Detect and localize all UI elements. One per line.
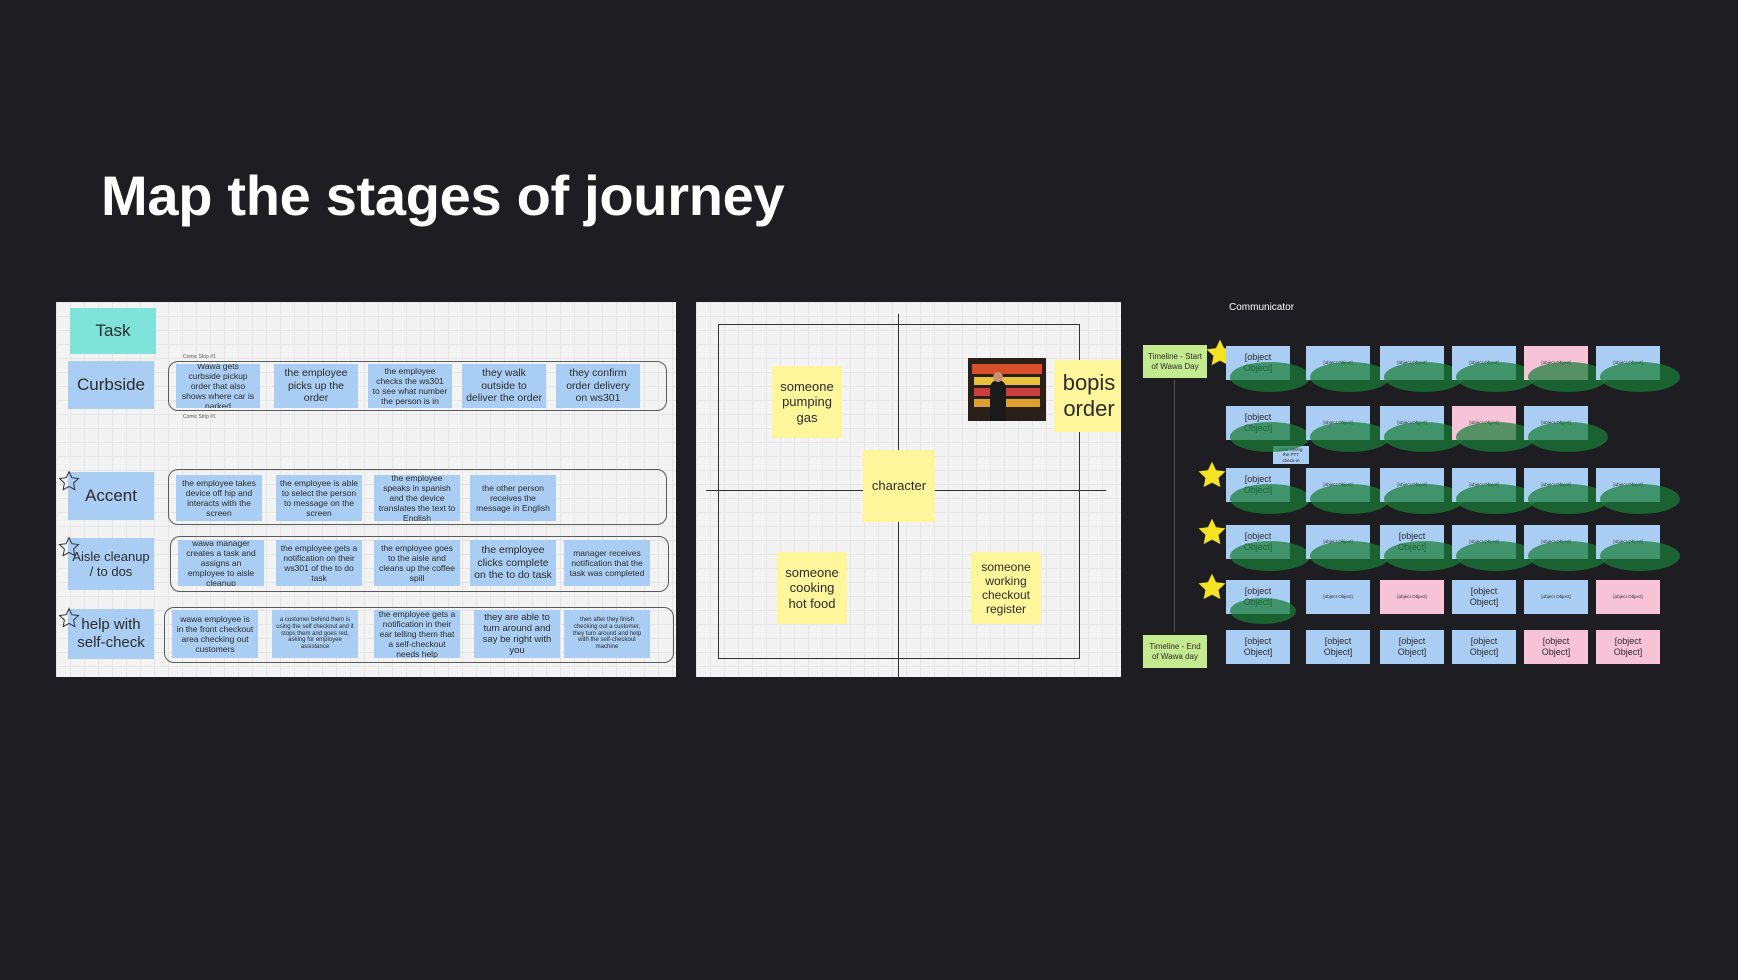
star-icon bbox=[1198, 518, 1226, 545]
highlight-oval bbox=[1456, 362, 1536, 392]
task-row-label[interactable]: Accent bbox=[68, 472, 154, 520]
task-step-note[interactable]: the employee gets a notification on thei… bbox=[276, 540, 362, 586]
comic-strip-label: Comic Strip #1 bbox=[183, 354, 216, 360]
star-icon bbox=[58, 607, 80, 628]
row-outline bbox=[168, 469, 667, 525]
highlight-oval bbox=[1456, 541, 1536, 571]
task-header[interactable]: Task bbox=[70, 308, 156, 354]
task-step-note[interactable]: wawa employee is in the front checkout a… bbox=[172, 610, 258, 658]
timeline-start-note[interactable]: Timeline - Start of Wawa Day bbox=[1143, 345, 1207, 378]
communicator-step-note[interactable]: [object Object] bbox=[1306, 580, 1370, 614]
task-step-note[interactable]: the employee clicks complete on the to d… bbox=[470, 540, 556, 586]
timeline-line bbox=[1174, 380, 1175, 632]
communicator-step-note[interactable]: [object Object] bbox=[1524, 580, 1588, 614]
star-icon bbox=[1198, 461, 1226, 488]
highlight-oval bbox=[1230, 362, 1310, 392]
communicator-step-note[interactable]: [object Object] bbox=[1306, 630, 1370, 664]
timeline-end-note[interactable]: Timeline - End of Wawa day bbox=[1143, 635, 1207, 668]
highlight-oval bbox=[1528, 484, 1608, 514]
communicator-step-note[interactable]: [object Object] bbox=[1380, 630, 1444, 664]
communicator-step-note[interactable]: [object Object] bbox=[1596, 580, 1660, 614]
task-step-note[interactable]: the other person receives the message in… bbox=[470, 475, 556, 521]
task-step-note[interactable]: a customer behind them is using the self… bbox=[272, 610, 358, 658]
character-quadrant-board[interactable]: character someone pumping gas someone co… bbox=[696, 302, 1121, 677]
communicator-step-note[interactable]: [object Object] bbox=[1596, 630, 1660, 664]
task-step-note[interactable]: the employee is able to select the perso… bbox=[276, 475, 362, 521]
task-step-note[interactable]: the employee picks up the order bbox=[274, 364, 358, 408]
highlight-oval bbox=[1528, 541, 1608, 571]
task-step-note[interactable]: they confirm order delivery on ws301 bbox=[556, 364, 640, 408]
row-outline bbox=[170, 536, 669, 592]
highlight-oval bbox=[1230, 484, 1310, 514]
highlight-oval bbox=[1384, 541, 1464, 571]
highlight-oval bbox=[1528, 422, 1608, 452]
row-outline bbox=[168, 361, 667, 411]
highlight-oval bbox=[1384, 484, 1464, 514]
communicator-step-note[interactable]: [object Object] bbox=[1452, 630, 1516, 664]
star-icon bbox=[1198, 573, 1226, 600]
cooking-food-note[interactable]: someone cooking hot food bbox=[777, 552, 847, 624]
task-step-note[interactable]: they are able to turn around and say be … bbox=[474, 610, 560, 658]
task-step-note[interactable]: then after they finish checking out a cu… bbox=[564, 610, 650, 658]
highlight-oval bbox=[1456, 484, 1536, 514]
slide-title: Map the stages of journey bbox=[101, 164, 785, 227]
task-step-note[interactable]: the employee takes device off hip and in… bbox=[176, 475, 262, 521]
bopis-order-note[interactable]: bopis order bbox=[1054, 360, 1121, 432]
task-step-note[interactable]: the employee speaks in spanish and the d… bbox=[374, 475, 460, 521]
center-character-note[interactable]: character bbox=[863, 450, 935, 522]
task-step-note[interactable]: the employee gets a notification in thei… bbox=[374, 610, 460, 658]
star-icon bbox=[58, 470, 80, 491]
highlight-oval bbox=[1600, 484, 1680, 514]
task-row-label[interactable]: Curbside bbox=[68, 361, 154, 409]
highlight-oval bbox=[1230, 598, 1296, 624]
highlight-oval bbox=[1384, 422, 1464, 452]
communicator-step-note[interactable]: [object Object] bbox=[1452, 580, 1516, 614]
task-row-label[interactable]: Aisle cleanup / to dos bbox=[68, 538, 154, 590]
communicator-board[interactable]: Timeline - Start of Wawa Day Timeline - … bbox=[1140, 330, 1680, 675]
store-photo-icon bbox=[968, 358, 1046, 421]
task-step-note[interactable]: they walk outside to deliver the order bbox=[462, 364, 546, 408]
communicator-step-note[interactable]: [object Object] bbox=[1226, 630, 1290, 664]
highlight-oval bbox=[1310, 422, 1390, 452]
task-step-note[interactable]: manager receives notification that the t… bbox=[564, 540, 650, 586]
highlight-oval bbox=[1384, 362, 1464, 392]
task-step-note[interactable]: wawa manager creates a task and assigns … bbox=[178, 540, 264, 586]
communicator-step-note[interactable]: [object Object] bbox=[1380, 580, 1444, 614]
communicator-step-note[interactable]: [object Object] bbox=[1524, 630, 1588, 664]
task-step-note[interactable]: the employee checks the ws301 to see wha… bbox=[368, 364, 452, 408]
quadrant-frame bbox=[718, 324, 1080, 659]
task-step-note[interactable]: the employee goes to the aisle and clean… bbox=[374, 540, 460, 586]
highlight-oval bbox=[1310, 362, 1390, 392]
highlight-oval bbox=[1230, 541, 1310, 571]
highlight-oval bbox=[1310, 541, 1390, 571]
comic-strip-label: Comic Strip #1 bbox=[183, 414, 216, 420]
highlight-oval bbox=[1230, 422, 1310, 452]
pumping-gas-note[interactable]: someone pumping gas bbox=[772, 366, 842, 438]
row-outline bbox=[164, 607, 674, 663]
task-row-label[interactable]: help with self-check bbox=[68, 609, 154, 659]
star-icon bbox=[58, 536, 80, 557]
highlight-oval bbox=[1310, 484, 1390, 514]
task-step-note[interactable]: Wawa gets curbside pickup order that als… bbox=[176, 364, 260, 408]
highlight-oval bbox=[1456, 422, 1536, 452]
highlight-oval bbox=[1528, 362, 1608, 392]
checkout-register-note[interactable]: someone working checkout register bbox=[971, 552, 1041, 624]
communicator-title: Communicator bbox=[1229, 302, 1295, 313]
highlight-oval bbox=[1600, 362, 1680, 392]
task-journey-board[interactable]: Task Comic Strip #1 Comic Strip #1 Curbs… bbox=[56, 302, 676, 677]
highlight-oval bbox=[1600, 541, 1680, 571]
